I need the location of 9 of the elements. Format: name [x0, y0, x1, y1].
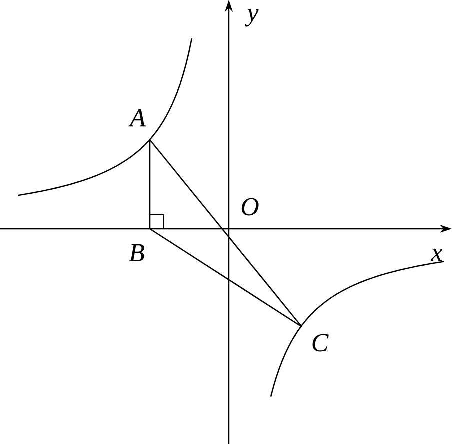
point-label: C — [312, 334, 329, 352]
line-segment — [149, 140, 151, 229]
axis-label: x — [430, 249, 443, 261]
line-segment — [150, 140, 302, 328]
point-label: O — [242, 198, 259, 216]
axis-label: y — [245, 9, 259, 27]
point-label: B — [129, 244, 144, 262]
point-label: A — [128, 109, 146, 127]
line-segment — [150, 228, 302, 328]
